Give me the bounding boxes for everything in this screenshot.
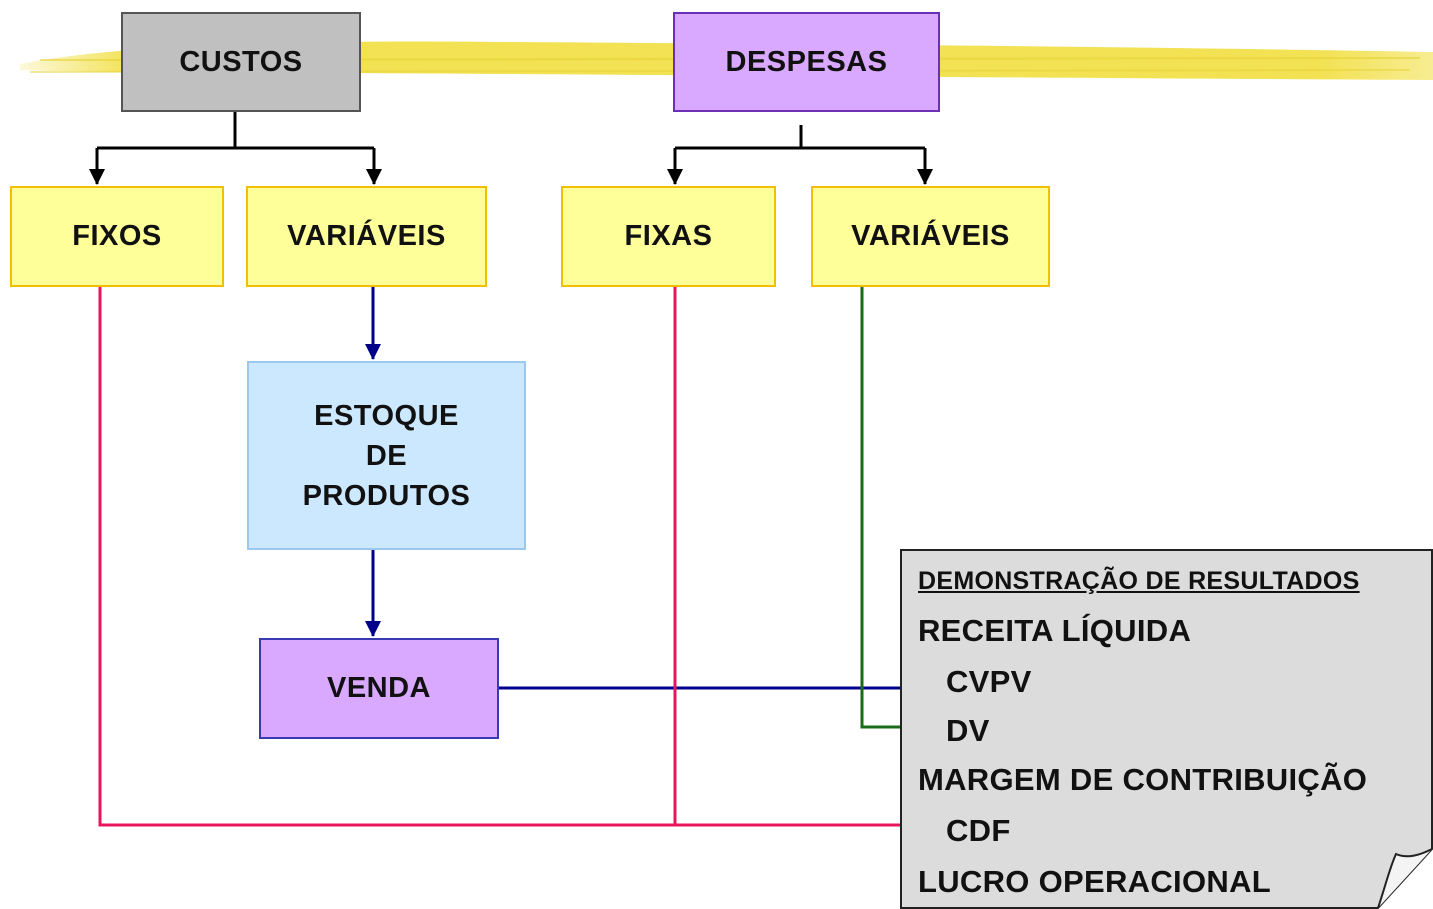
custos-label: CUSTOS xyxy=(179,45,303,78)
venda-label: VENDA xyxy=(326,672,431,704)
statement-title: DEMONSTRAÇÃO DE RESULTADOS xyxy=(918,567,1360,595)
statement-cdf: CDF xyxy=(946,813,1011,848)
blue-flow xyxy=(365,287,939,696)
despesas-variaveis-box: VARIÁVEIS xyxy=(811,186,1050,287)
statement-receita: RECEITA LÍQUIDA xyxy=(918,613,1192,648)
custos-variaveis-label: VARIÁVEIS xyxy=(287,220,446,252)
despesas-fixas-box: FIXAS xyxy=(561,186,776,287)
despesas-branch xyxy=(667,125,933,185)
statement-cvpv: CVPV xyxy=(946,664,1032,699)
statement-margem: MARGEM DE CONTRIBUIÇÃO xyxy=(918,762,1368,797)
venda-box: VENDA xyxy=(259,638,499,739)
custos-fixos-label: FIXOS xyxy=(72,220,162,252)
estoque-box: ESTOQUE DE PRODUTOS xyxy=(247,361,526,550)
statement-sheet xyxy=(900,549,1433,909)
statement-dv: DV xyxy=(946,713,990,748)
statement-lucro: LUCRO OPERACIONAL xyxy=(918,864,1271,899)
custos-branch xyxy=(89,111,382,185)
estoque-line-1: ESTOQUE xyxy=(314,399,459,432)
despesas-fixas-label: FIXAS xyxy=(624,220,713,252)
custos-fixos-box: FIXOS xyxy=(10,186,224,287)
estoque-line-2: DE xyxy=(365,439,408,472)
despesas-box: DESPESAS xyxy=(673,12,940,112)
despesas-variaveis-label: VARIÁVEIS xyxy=(851,220,1010,252)
custos-variaveis-box: VARIÁVEIS xyxy=(246,186,487,287)
despesas-label: DESPESAS xyxy=(725,45,888,78)
income-statement: DEMONSTRAÇÃO DE RESULTADOS RECEITA LÍQUI… xyxy=(900,549,1433,909)
estoque-line-3: PRODUTOS xyxy=(302,479,471,512)
pink-flow xyxy=(98,287,939,833)
custos-box: CUSTOS xyxy=(121,12,361,112)
